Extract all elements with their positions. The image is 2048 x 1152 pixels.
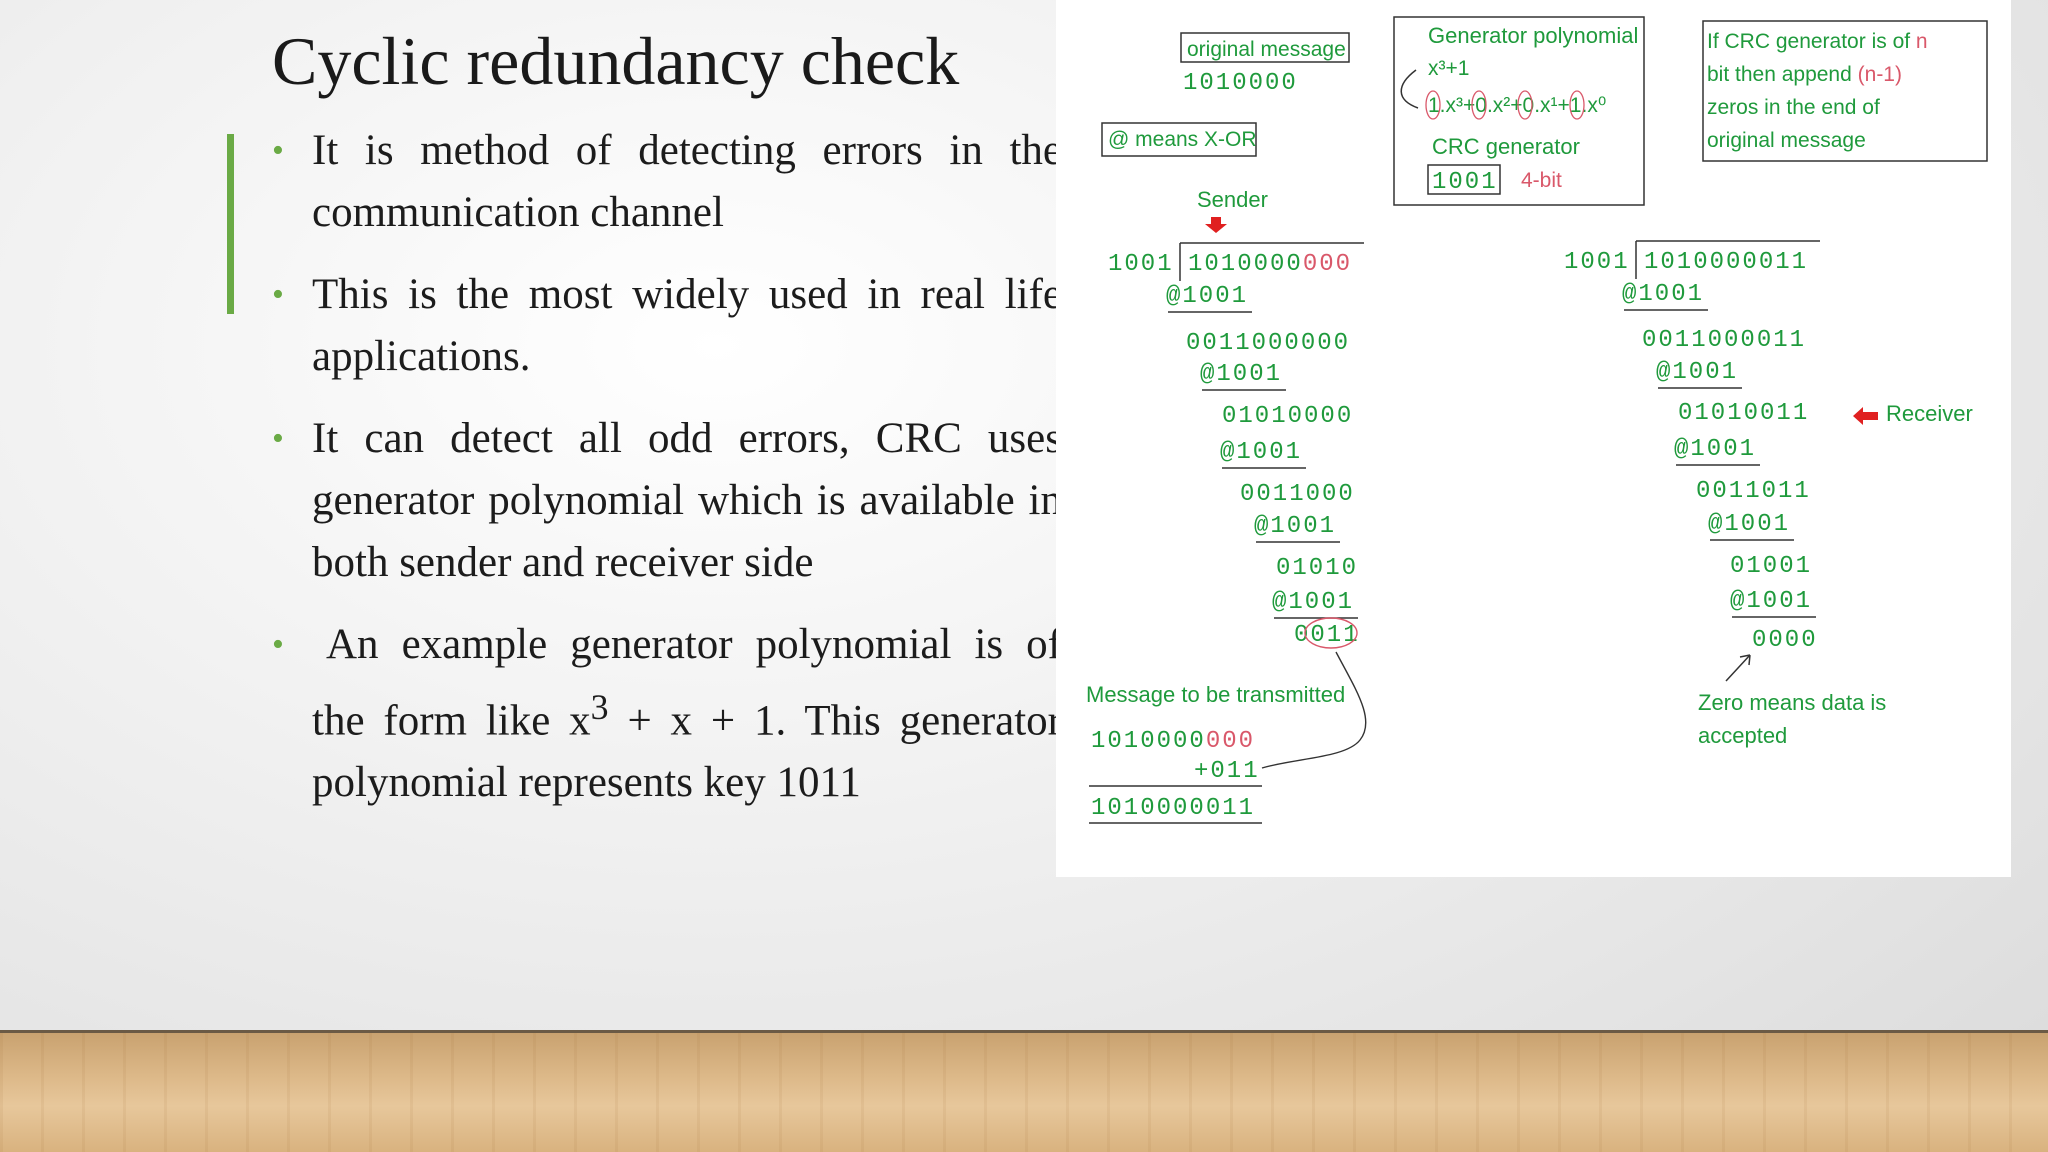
original-message-label: original message [1187, 38, 1346, 61]
crc-diagram: original message 1010000 @ means X-OR Ge… [1086, 16, 1988, 824]
rule-text: If CRC generator is of n [1707, 30, 1928, 53]
sender-label: Sender [1197, 187, 1268, 212]
sender-appended-zeros: 000 [1303, 251, 1352, 278]
receiver-xor: @1001 [1708, 511, 1790, 538]
original-message-box [1180, 32, 1350, 63]
bullet-text: It is method of detecting errors in the … [312, 127, 1062, 236]
generator-poly: x³+1 [1428, 57, 1469, 80]
floor-background [0, 1030, 2048, 1152]
original-message-value: 1010000 [1183, 70, 1298, 97]
sender-remainder: 01010000 [1222, 403, 1353, 430]
rule-line2: bit then append [1707, 63, 1858, 86]
sender-remainder: 0011000000 [1186, 330, 1350, 357]
zero-note-line2: accepted [1698, 723, 1787, 748]
sender-remainder: 01010 [1276, 555, 1358, 582]
rule-text: bit then append (n-1) [1707, 63, 1902, 86]
rule-line1: If CRC generator is of [1707, 30, 1916, 53]
circle-marker [1517, 90, 1533, 120]
receiver-dividend: 1010000011 [1644, 249, 1808, 276]
sender-remainder: 0011000 [1240, 481, 1355, 508]
sender-dividend-bits: 1010000 [1188, 251, 1303, 278]
sender-xor: @1001 [1272, 589, 1354, 616]
sender-divisor: 1001 [1108, 251, 1174, 278]
crc-generator-value: 1001 [1432, 169, 1498, 196]
superscript: 3 [590, 687, 609, 727]
receiver-steps: @1001 0011000011 @1001 01010011 @1001 0011011… [1622, 281, 1818, 654]
crc-figure: original message 1010000 @ means X-OR Ge… [1056, 0, 2011, 877]
sender-arrow-icon [1205, 217, 1227, 233]
circle-marker [1425, 90, 1441, 120]
bullet-dot: • [272, 132, 284, 169]
circle-marker [1471, 90, 1487, 120]
bullet-dot: • [272, 420, 284, 457]
generator-title: Generator polynomial [1428, 23, 1638, 48]
division-bracket [1635, 240, 1820, 279]
transmit-message-bits: 1010000 [1091, 728, 1206, 755]
sender-xor: @1001 [1254, 513, 1336, 540]
bits-note: 4-bit [1521, 169, 1562, 192]
remainder-arrow [1261, 651, 1367, 769]
rule-n: n [1916, 30, 1928, 53]
generator-expanded: 1.x³+0.x²+0.x¹+1.x⁰ [1428, 94, 1606, 117]
receiver-remainder: 01010011 [1678, 400, 1809, 427]
generator-box [1393, 16, 1645, 206]
bullet-text: It can detect all odd errors, CRC uses g… [312, 415, 1062, 586]
transmit-label: Message to be transmitted [1086, 682, 1345, 707]
receiver-xor: @1001 [1622, 281, 1704, 308]
curve-arrow [1400, 69, 1419, 109]
slide-title: Cyclic redundancy check [272, 23, 960, 99]
receiver-remainder: 0000 [1752, 627, 1818, 654]
division-bracket [1179, 242, 1364, 281]
rule-box [1702, 20, 1988, 162]
receiver-xor: @1001 [1656, 359, 1738, 386]
transmit-message: 1010000000 [1091, 728, 1255, 755]
bullet-item: • It is method of detecting errors in th… [272, 120, 1062, 244]
receiver-arrow-icon [1853, 407, 1878, 425]
receiver-label: Receiver [1886, 401, 1973, 426]
sender-xor: @1001 [1220, 439, 1302, 466]
xor-note: @ means X-OR [1108, 128, 1257, 151]
bullet-item: • An example generator polynomial is of … [272, 614, 1062, 814]
sender-xor: @1001 [1166, 283, 1248, 310]
accent-bar [227, 134, 234, 314]
circle-marker [1569, 90, 1585, 120]
bullet-dot: • [272, 626, 284, 663]
bullet-list: • It is method of detecting errors in th… [272, 120, 1062, 834]
crc-value-box [1427, 164, 1501, 195]
sender-steps: @1001 0011000000 @1001 01010000 @1001 0011000… [1166, 283, 1360, 649]
receiver-divisor: 1001 [1564, 249, 1630, 276]
receiver-remainder: 0011011 [1696, 478, 1811, 505]
bullet-item: • This is the most widely used in real l… [272, 264, 1062, 388]
bullet-text: An example generator polynomial is of th… [312, 621, 1062, 745]
crc-generator-label: CRC generator [1432, 134, 1580, 159]
zero-note-arrow [1725, 654, 1751, 682]
receiver-xor: @1001 [1674, 436, 1756, 463]
xor-note-box [1101, 122, 1257, 157]
rule-line3: zeros in the end of [1707, 96, 1880, 119]
bullet-item: • It can detect all odd errors, CRC uses… [272, 408, 1062, 594]
zero-note-line1: Zero means data is [1698, 690, 1886, 715]
transmit-result: 1010000011 [1091, 795, 1255, 822]
transmit-zeros: 000 [1206, 728, 1255, 755]
sender-remainder: 0011 [1294, 622, 1360, 649]
receiver-remainder: 0011000011 [1642, 327, 1806, 354]
remainder-circle [1304, 617, 1358, 649]
rule-n-minus-1: (n-1) [1858, 63, 1902, 86]
bullet-text: + x + 1. This generator polynomial repre… [312, 697, 1062, 807]
transmit-add: +011 [1194, 758, 1260, 785]
receiver-xor: @1001 [1730, 588, 1812, 615]
sender-dividend: 1010000000 [1188, 251, 1352, 278]
bullet-text: This is the most widely used in real lif… [312, 271, 1062, 380]
rule-line4: original message [1707, 129, 1866, 152]
sender-xor: @1001 [1200, 361, 1282, 388]
bullet-dot: • [272, 276, 284, 313]
receiver-remainder: 01001 [1730, 553, 1812, 580]
